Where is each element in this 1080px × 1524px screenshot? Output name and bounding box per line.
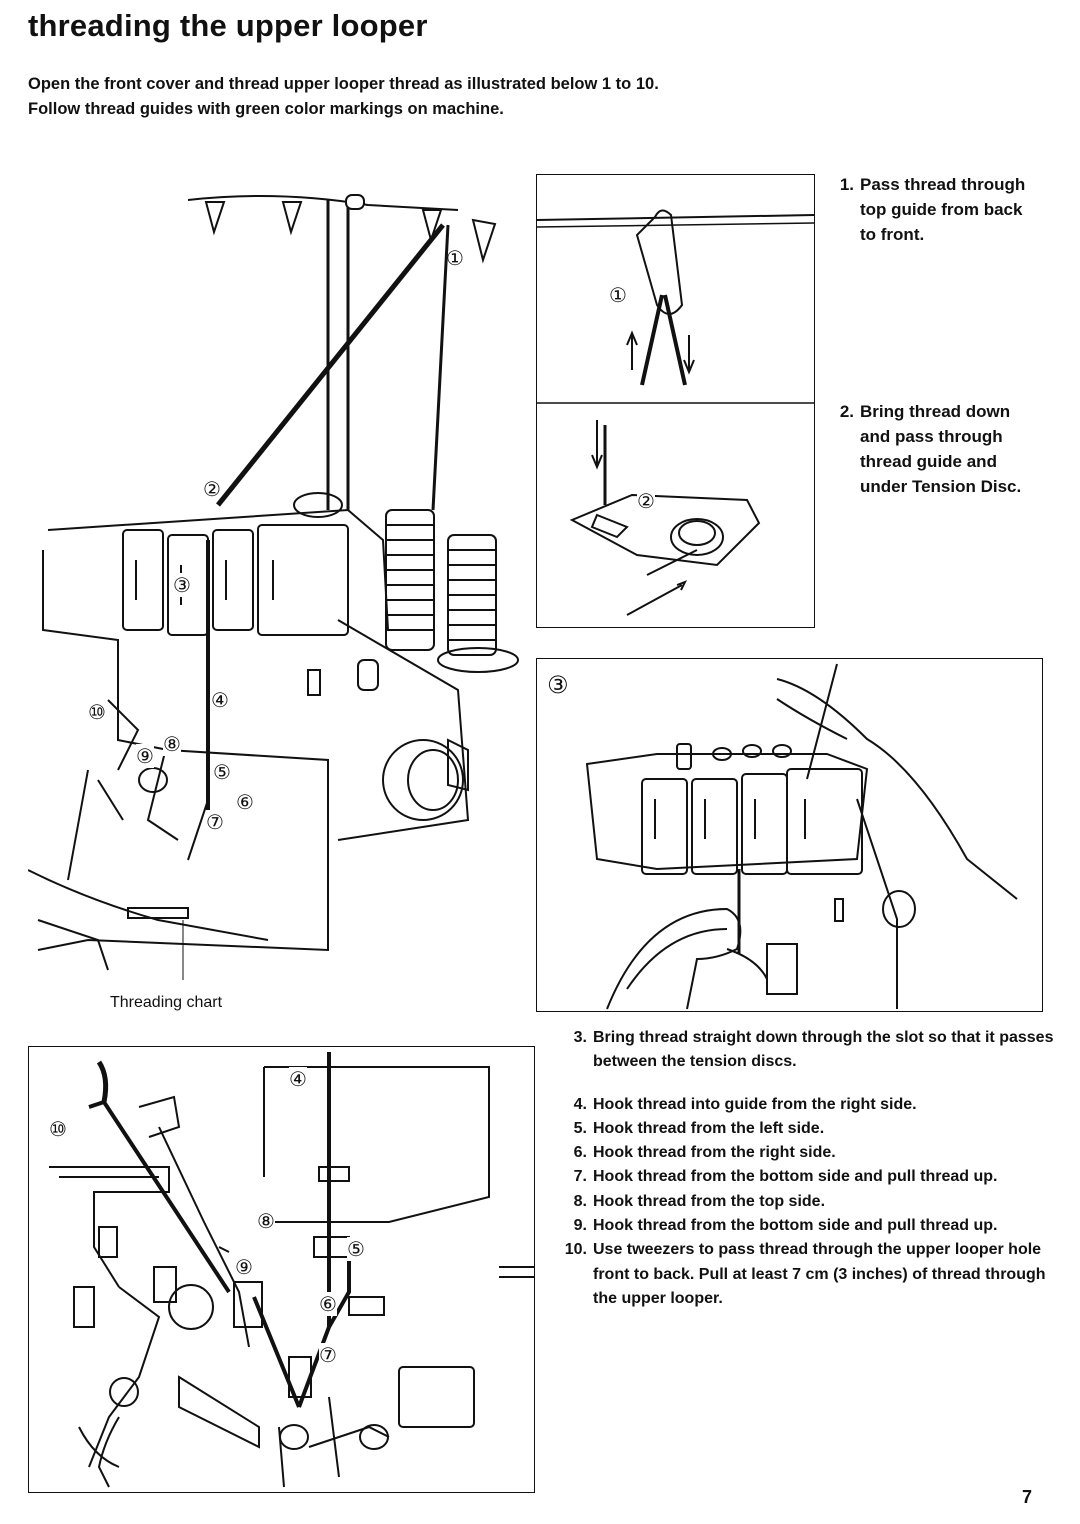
marker-7: ⑦: [206, 810, 224, 834]
step-2-number: 2.: [839, 402, 854, 421]
step-10-body: Use tweezers to pass thread through the …: [593, 1241, 1046, 1307]
step-1-text: 1. Pass thread through top guide from ba…: [826, 172, 1056, 247]
intro-line-2: Follow thread guides with green color ma…: [28, 100, 504, 118]
chart-marker-7: ⑦: [319, 1343, 337, 1367]
steps-3-10-list: 3. Bring thread straight down through th…: [557, 1026, 1057, 1311]
step-3-item: 3. Bring thread straight down through th…: [557, 1026, 1057, 1075]
step-5-number: 5.: [573, 1119, 587, 1137]
marker-6: ⑥: [236, 790, 254, 814]
step-1-number: 1.: [839, 175, 854, 194]
chart-marker-9: ⑨: [235, 1255, 253, 1279]
step-5-item: 5. Hook thread from the left side.: [557, 1117, 1057, 1141]
machine-illustration: ① ② ③ ④ ⑤ ⑥ ⑦ ⑧ ⑨ ⑩: [27, 180, 533, 986]
threading-chart-caption: Threading chart: [110, 994, 223, 1011]
chart-marker-8: ⑧: [257, 1209, 275, 1233]
step-5-body: Hook thread from the left side.: [593, 1119, 825, 1137]
figure-marker-1: ①: [609, 283, 627, 307]
step-7-item: 7. Hook thread from the bottom side and …: [557, 1165, 1057, 1189]
marker-1: ①: [446, 246, 464, 270]
marker-5: ⑤: [213, 760, 231, 784]
step-7-body: Hook thread from the bottom side and pul…: [593, 1168, 998, 1186]
chart-marker-5: ⑤: [347, 1237, 365, 1261]
step-10-number: 10.: [564, 1241, 587, 1259]
step-6-body: Hook thread from the right side.: [593, 1144, 836, 1162]
chart-marker-4: ④: [289, 1067, 307, 1091]
chart-marker-6: ⑥: [319, 1292, 337, 1316]
step-9-number: 9.: [573, 1217, 587, 1235]
marker-2: ②: [203, 477, 221, 501]
intro-line-1: Open the front cover and thread upper lo…: [28, 75, 659, 93]
figure-marker-3: ③: [547, 671, 569, 699]
step-4-body: Hook thread into guide from the right si…: [593, 1095, 917, 1113]
step-3-number: 3.: [573, 1029, 587, 1046]
page-title: threading the upper looper: [28, 8, 428, 43]
step-2-body: Bring thread down and pass through threa…: [860, 402, 1022, 496]
step-8-item: 8. Hook thread from the top side.: [557, 1190, 1057, 1214]
chart-marker-10: ⑩: [49, 1117, 67, 1141]
threading-chart: ④ ⑤ ⑥ ⑦ ⑧ ⑨ ⑩: [28, 1046, 535, 1493]
marker-3: ③: [173, 573, 191, 597]
step-3-figure: ③: [536, 658, 1043, 1012]
marker-10: ⑩: [88, 700, 106, 724]
step-8-number: 8.: [573, 1192, 587, 1210]
step-4-item: 4. Hook thread into guide from the right…: [557, 1093, 1057, 1117]
step-1-body: Pass thread through top guide from back …: [860, 175, 1026, 244]
steps-1-2-figure: ① ②: [536, 174, 815, 628]
step-10-item: 10. Use tweezers to pass thread through …: [557, 1238, 1057, 1311]
page-number: 7: [1021, 1487, 1032, 1507]
step-8-body: Hook thread from the top side.: [593, 1192, 826, 1210]
figure-marker-2: ②: [637, 489, 655, 513]
intro-text: Open the front cover and thread upper lo…: [28, 72, 928, 122]
step-9-item: 9. Hook thread from the bottom side and …: [557, 1214, 1057, 1238]
step-4-number: 4.: [573, 1095, 587, 1113]
step-3-body: Bring thread straight down through the s…: [593, 1029, 1054, 1071]
step-7-number: 7.: [573, 1168, 587, 1186]
marker-9: ⑨: [136, 744, 154, 768]
step-9-body: Hook thread from the bottom side and pul…: [593, 1217, 998, 1235]
marker-8: ⑧: [163, 732, 181, 756]
step-6-number: 6.: [573, 1144, 587, 1162]
step-6-item: 6. Hook thread from the right side.: [557, 1141, 1057, 1165]
step-2-text: 2. Bring thread down and pass through th…: [826, 399, 1056, 499]
marker-4: ④: [211, 688, 229, 712]
